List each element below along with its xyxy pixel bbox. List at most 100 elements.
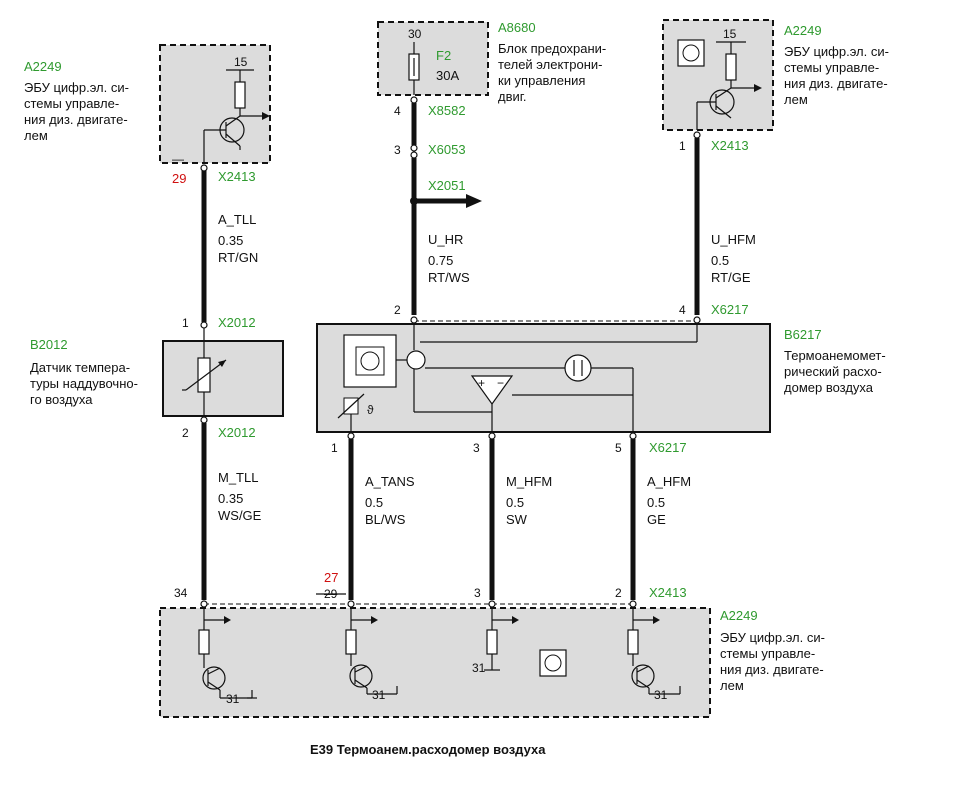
fuse-block-desc-3: ки управления bbox=[498, 73, 585, 88]
connector-x6217-top: X6217 bbox=[711, 302, 749, 317]
x6217-bottom-pin-3: 3 bbox=[473, 441, 480, 455]
wire-m-tll-signal: M_TLL bbox=[218, 470, 258, 485]
wire-m-hfm-signal: M_HFM bbox=[506, 474, 552, 489]
x2413-bottom-pin-3: 3 bbox=[474, 586, 481, 600]
wire-a-tans-color: BL/WS bbox=[365, 512, 406, 527]
ecu-bottom-id: A2249 bbox=[720, 608, 758, 623]
wire-a-hfm-signal: A_HFM bbox=[647, 474, 691, 489]
ecu-channel-3 bbox=[484, 604, 519, 671]
wire-u-hr-gauge: 0.75 bbox=[428, 253, 453, 268]
wire-u-hfm-color: RT/GE bbox=[711, 270, 751, 285]
fuse-block-id: A8680 bbox=[498, 20, 536, 35]
wire-a-tans-gauge: 0.5 bbox=[365, 495, 383, 510]
ecu-channel-27 bbox=[345, 604, 398, 695]
mass-airflow-meter-b6217: + − ϑ bbox=[316, 323, 771, 433]
svg-text:−: − bbox=[497, 376, 504, 390]
sensor-b2012-desc-3: го воздуха bbox=[30, 392, 93, 407]
fuse-rating-label: 30A bbox=[436, 68, 459, 83]
ground-31-label-1: 31 bbox=[226, 692, 240, 706]
wire-u-hfm-signal: U_HFM bbox=[711, 232, 756, 247]
ecu-bottom: 31 31 31 bbox=[159, 604, 711, 718]
wire-m-hfm-color: SW bbox=[506, 512, 528, 527]
wire-u-hr-color: RT/WS bbox=[428, 270, 470, 285]
ground-31-label-3: 31 bbox=[472, 661, 486, 675]
ecu-bottom-desc-3: ния диз. двигате- bbox=[720, 662, 824, 677]
fuse-block-desc-1: Блок предохрани- bbox=[498, 41, 606, 56]
connector-x6053: X6053 bbox=[428, 142, 466, 157]
x2413-top-right-pin: 1 bbox=[679, 139, 686, 153]
wire-m-hfm-gauge: 0.5 bbox=[506, 495, 524, 510]
fuse-f2-label: F2 bbox=[436, 48, 451, 63]
branch-arrow-icon bbox=[466, 194, 482, 208]
x2413-bottom-pin-34: 34 bbox=[174, 586, 188, 600]
x6217-top-pin-2: 2 bbox=[394, 303, 401, 317]
connector-x2012-bottom: X2012 bbox=[218, 425, 256, 440]
ecu-channel-2 bbox=[627, 604, 681, 695]
x6217-top-pin-4: 4 bbox=[679, 303, 686, 317]
ecu-top-left: 15 bbox=[159, 44, 271, 164]
wire-u-hr-signal: U_HR bbox=[428, 232, 463, 247]
mass-airflow-desc-2: рический расхо- bbox=[784, 364, 882, 379]
ecu-bottom-desc-1: ЭБУ цифр.эл. си- bbox=[720, 630, 825, 645]
connector-x2413-top-right: X2413 bbox=[711, 138, 749, 153]
ecu-top-right-desc-3: ния диз. двигате- bbox=[784, 76, 888, 91]
svg-text:+: + bbox=[478, 376, 485, 390]
supply-pin-label: 15 bbox=[234, 55, 248, 69]
mass-airflow-desc-1: Термоанемомет- bbox=[784, 348, 886, 363]
fuse-block-desc-2: телей электрони- bbox=[498, 57, 602, 72]
ecu-top-right-desc-2: стемы управле- bbox=[784, 60, 879, 75]
wire-m-tll-color: WS/GE bbox=[218, 508, 262, 523]
sensor-b2012-id: B2012 bbox=[30, 337, 68, 352]
wire-m-tll-gauge: 0.35 bbox=[218, 491, 243, 506]
ground-31-label-4: 31 bbox=[654, 688, 668, 702]
connector-x2413-top-left: X2413 bbox=[218, 169, 256, 184]
ecu-channel-34 bbox=[198, 604, 257, 699]
x6217-bottom-pin-5: 5 bbox=[615, 441, 622, 455]
x6053-pin: 3 bbox=[394, 143, 401, 157]
connector-x2051: X2051 bbox=[428, 178, 466, 193]
ecu-bottom-desc-4: лем bbox=[720, 678, 744, 693]
wire-a-tll-gauge: 0.35 bbox=[218, 233, 243, 248]
ecu-top-left-desc-4: лем bbox=[24, 128, 48, 143]
connector-x2012-top: X2012 bbox=[218, 315, 256, 330]
svg-text:ϑ: ϑ bbox=[367, 403, 374, 417]
connector-x2413-bottom: X2413 bbox=[649, 585, 687, 600]
wire-a-tll-signal: A_TLL bbox=[218, 212, 256, 227]
wire-a-hfm-gauge: 0.5 bbox=[647, 495, 665, 510]
x8582-pin: 4 bbox=[394, 104, 401, 118]
ecu-top-left-id: A2249 bbox=[24, 59, 62, 74]
ecu-top-right-desc-4: лем bbox=[784, 92, 808, 107]
wire-a-hfm-color: GE bbox=[647, 512, 666, 527]
wire-u-hfm-gauge: 0.5 bbox=[711, 253, 729, 268]
ground-31-label-2: 31 bbox=[372, 688, 386, 702]
connector-x6217-bottom: X6217 bbox=[649, 440, 687, 455]
ecu-top-right: 15 bbox=[662, 19, 774, 131]
sensor-b2012 bbox=[162, 328, 284, 417]
diagram-title: E39 Термоанем.расходомер воздуха bbox=[310, 742, 546, 757]
pin-old-label: — bbox=[172, 152, 184, 166]
connector-x8582: X8582 bbox=[428, 103, 466, 118]
fuse-terminal-label: 30 bbox=[408, 27, 422, 41]
ecu-top-right-desc-1: ЭБУ цифр.эл. си- bbox=[784, 44, 889, 59]
x2012-top-pin: 1 bbox=[182, 316, 189, 330]
wire-a-tans-signal: A_TANS bbox=[365, 474, 415, 489]
sensor-b2012-desc-1: Датчик темпера- bbox=[30, 360, 130, 375]
ecu-top-left-desc-2: стемы управле- bbox=[24, 96, 119, 111]
sensor-b2012-desc-2: туры наддувочно- bbox=[30, 376, 138, 391]
mass-airflow-id: B6217 bbox=[784, 327, 822, 342]
pin-29-red: 29 bbox=[172, 171, 186, 186]
wire-a-tll-color: RT/GN bbox=[218, 250, 258, 265]
ecu-top-left-desc-1: ЭБУ цифр.эл. си- bbox=[24, 80, 129, 95]
ecu-top-right-id: A2249 bbox=[784, 23, 822, 38]
x2012-bottom-pin: 2 bbox=[182, 426, 189, 440]
ecu-bottom-desc-2: стемы управле- bbox=[720, 646, 815, 661]
supply-pin-label-right: 15 bbox=[723, 27, 737, 41]
x2413-bottom-pin-27: 27 bbox=[324, 570, 338, 585]
x2413-bottom-pin-2: 2 bbox=[615, 586, 622, 600]
fuse-block-a8680: 30 bbox=[377, 21, 489, 96]
ecu-top-left-desc-3: ния диз. двигате- bbox=[24, 112, 128, 127]
fuse-block-desc-4: двиг. bbox=[498, 89, 527, 104]
mass-airflow-desc-3: домер воздуха bbox=[784, 380, 874, 395]
x6217-bottom-pin-1: 1 bbox=[331, 441, 338, 455]
